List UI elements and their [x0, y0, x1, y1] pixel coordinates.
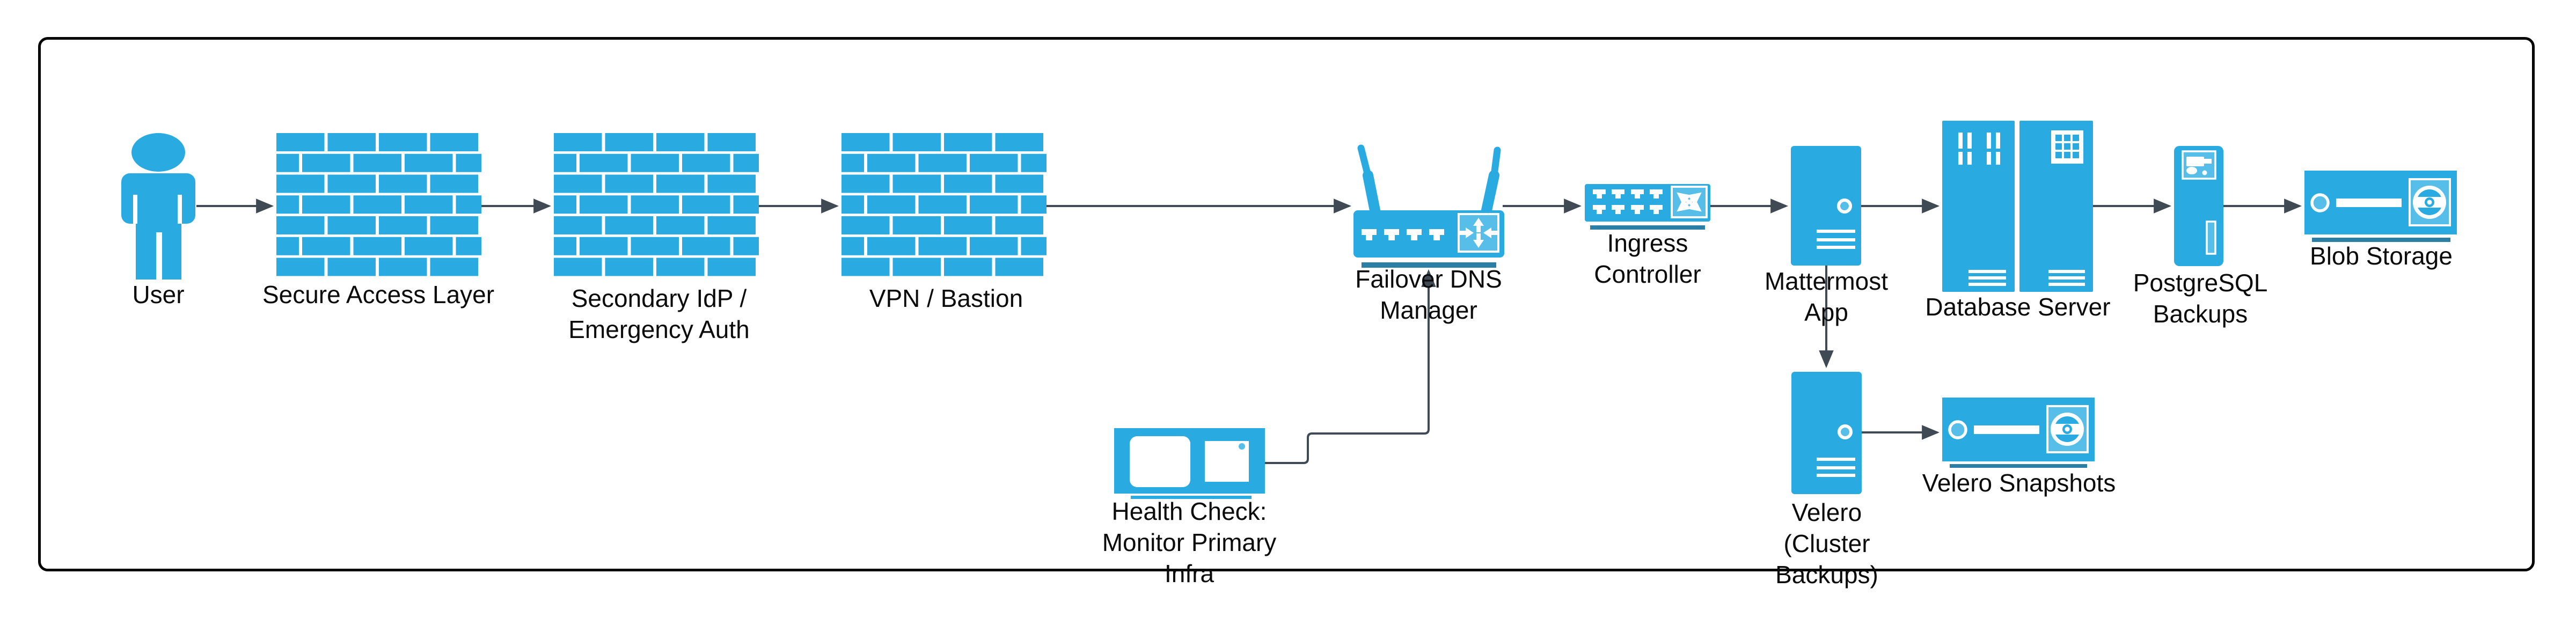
failover-dns-label: Failover DNS Manager: [1355, 265, 1502, 324]
secondary-idp-label: Secondary IdP / Emergency Auth: [568, 284, 750, 343]
firewall-icon: [554, 133, 759, 278]
storage-disk-icon: [1942, 398, 2095, 468]
diagram-border: [38, 37, 2535, 571]
wireless-router-icon: [1353, 144, 1504, 268]
firewall-icon: [276, 133, 481, 278]
monitor-icon: [1114, 428, 1265, 499]
ingress-label: Ingress Controller: [1594, 229, 1701, 288]
user-label: User: [132, 281, 185, 308]
blob-storage-label: Blob Storage: [2310, 242, 2453, 270]
server-tower-icon: [1791, 146, 1861, 266]
health-check-label: Health Check: Monitor Primary Infra: [1102, 497, 1277, 587]
edge-health-check-failover-dns: [1265, 269, 1436, 464]
server-tower-icon: [1791, 372, 1862, 494]
database-racks-icon: [1942, 121, 2093, 292]
user-icon: [121, 133, 195, 280]
vpn-bastion-label: VPN / Bastion: [869, 284, 1023, 312]
switch-icon: [1585, 184, 1710, 230]
postgresql-label: PostgreSQL Backups: [2133, 269, 2268, 328]
firewall-icon: [841, 133, 1046, 278]
database-label: Database Server: [1925, 293, 2111, 321]
mattermost-label: Mattermost App: [1764, 267, 1889, 326]
secure-access-label: Secure Access Layer: [262, 281, 495, 308]
backup-server-icon: [2174, 146, 2223, 266]
velero-label: Velero (Cluster Backups): [1775, 498, 1878, 589]
velero-snapshots-label: Velero Snapshots: [1922, 469, 2116, 497]
drive-slot: [2206, 221, 2216, 255]
storage-disk-icon: [2304, 171, 2457, 242]
